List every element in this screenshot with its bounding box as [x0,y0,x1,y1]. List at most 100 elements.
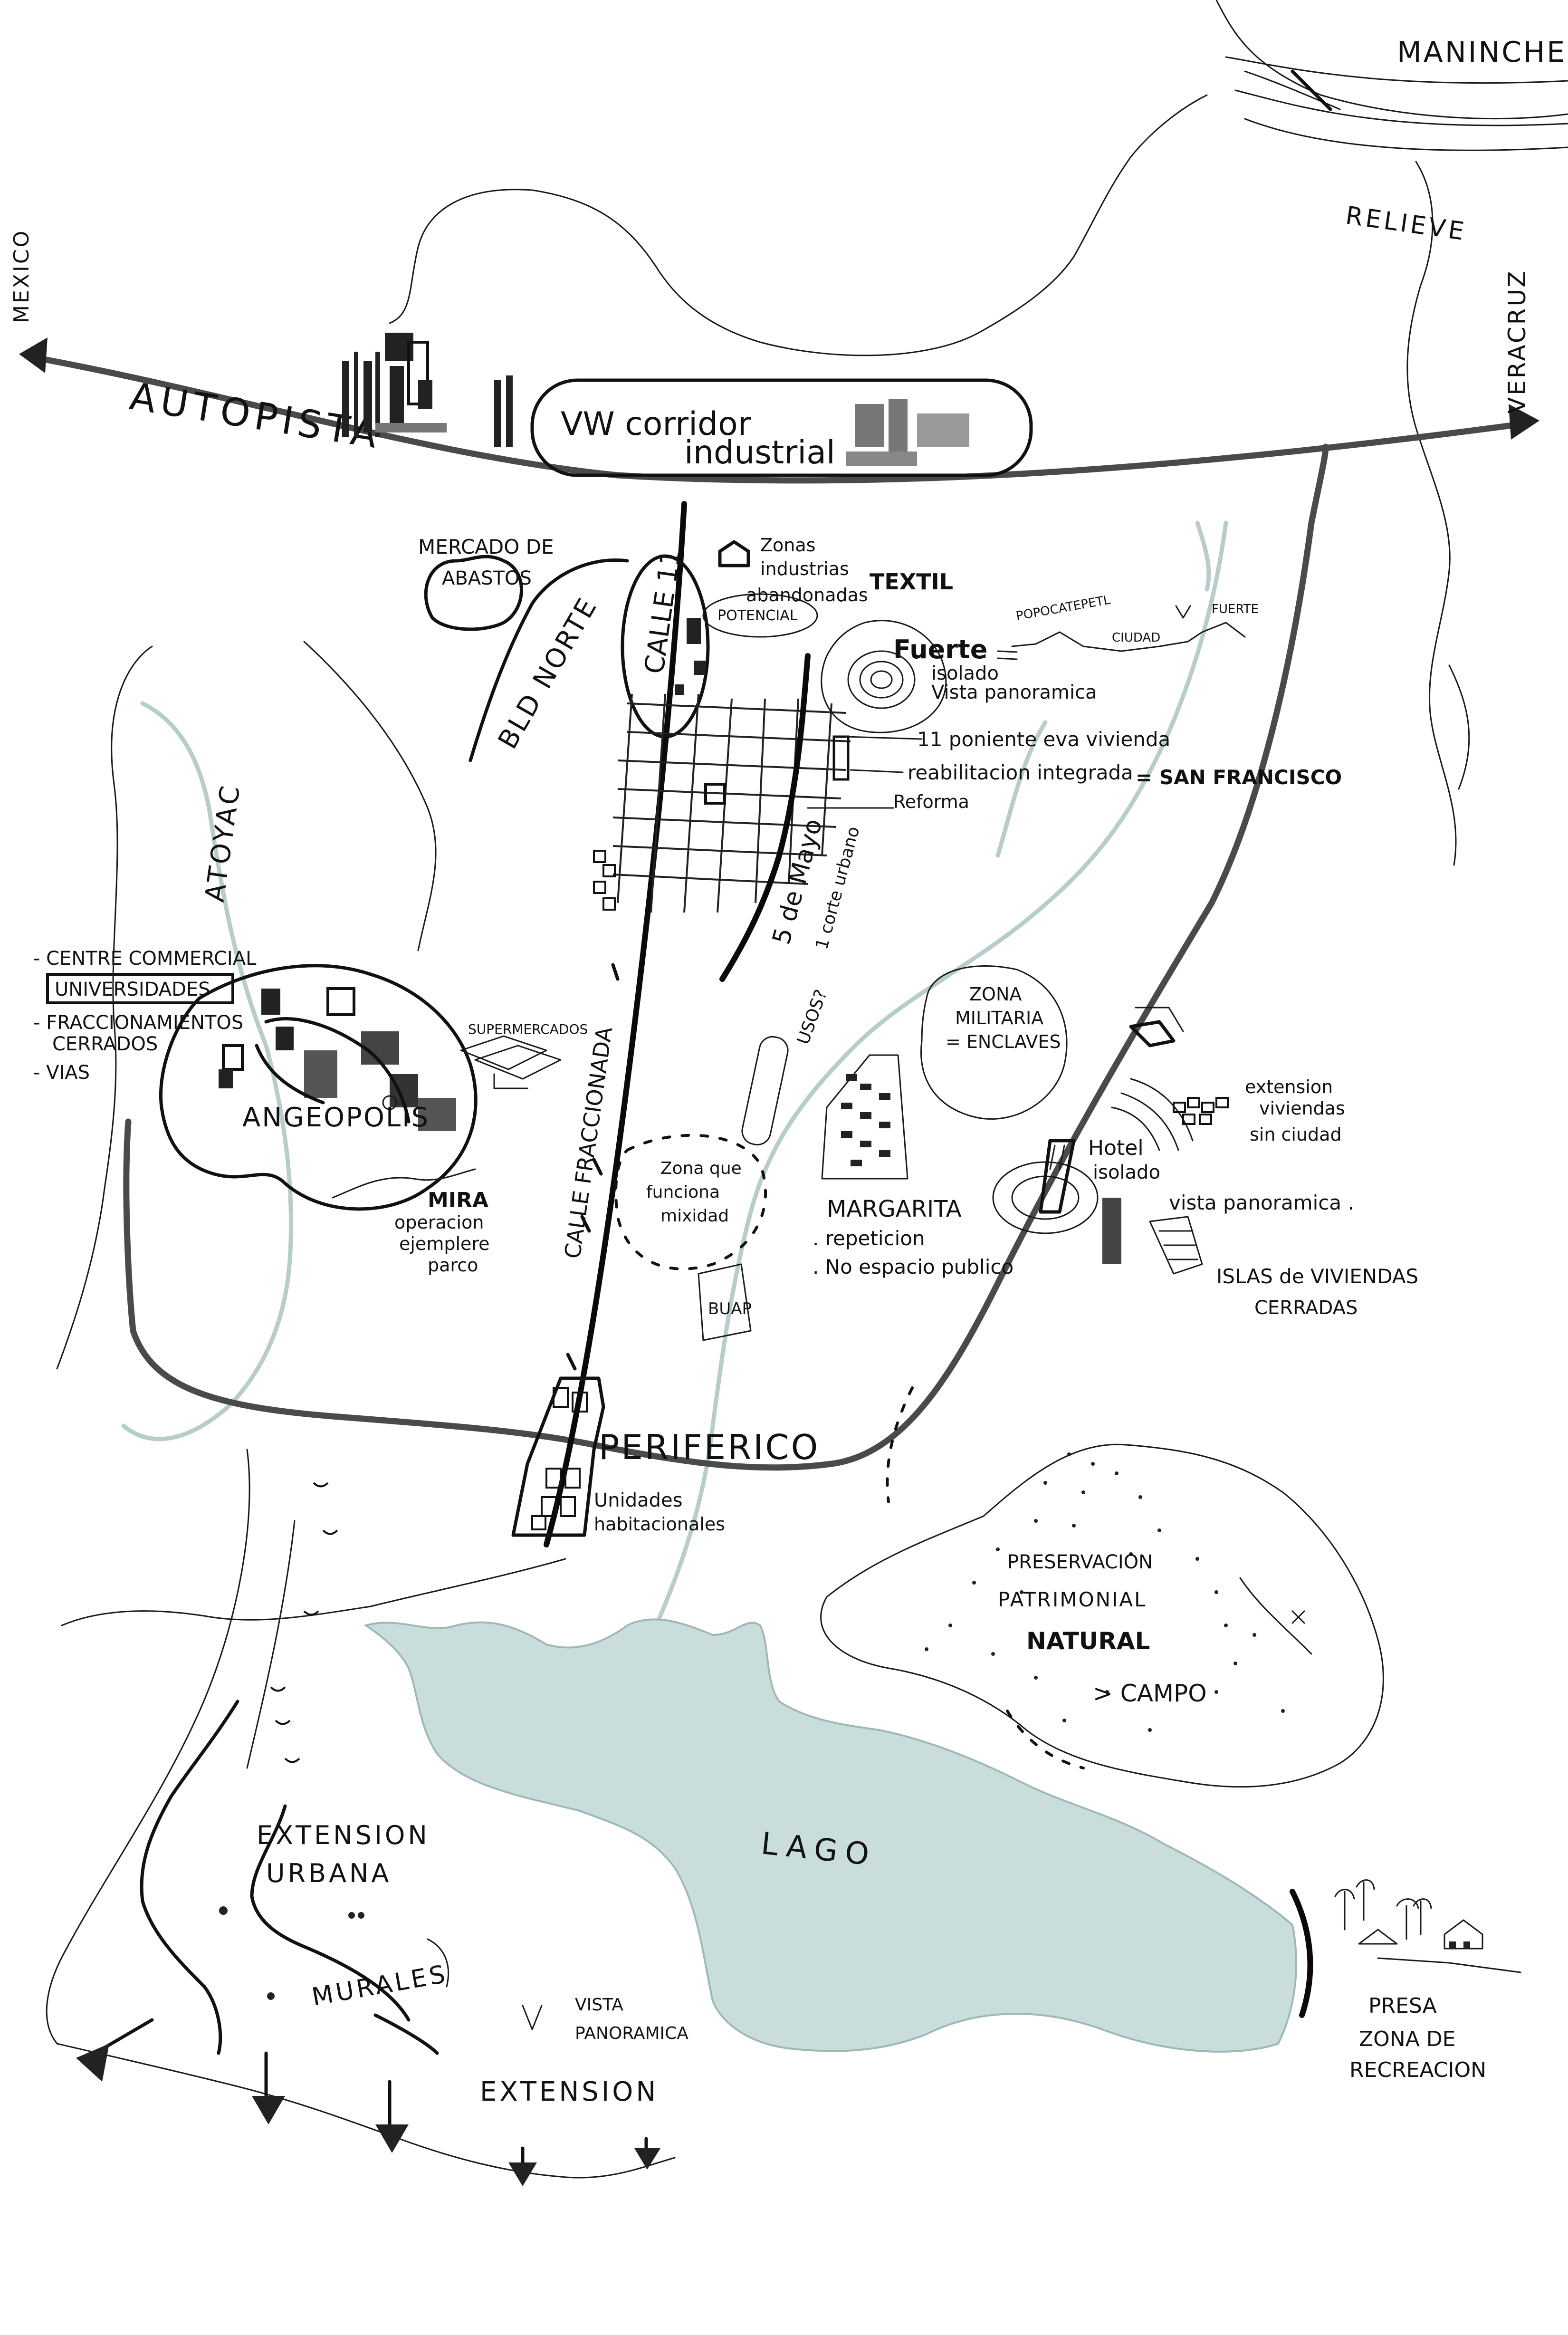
vw-corridor-label-1: VW corridor [561,405,751,443]
vista-panoramica-fuerte-label: Vista panoramica [931,682,1097,703]
west-contours [46,641,676,2179]
unidades-habitacionales [511,1376,605,1537]
presa-label-3: RECREACION [1349,2058,1486,2082]
ciudad-label: CIUDAD [1112,631,1160,645]
angeopolis-legend [46,973,234,1004]
vw-corridor-label-2: industrial [684,434,835,471]
zona-mixidad-boundary [614,1134,767,1270]
poniente-label: 11 poniente eva vivienda [917,728,1170,751]
no-espacio-label: . No espacio publico [813,1255,1013,1278]
extension-viviendas-label-1: extension [1245,1076,1333,1097]
grid-leaders [807,736,923,809]
aislado-label: isolado [931,663,999,684]
zonas-industriales [702,540,818,638]
relieve-label: RELIEVE [1344,201,1468,246]
hotel-label: Hotel [1088,1136,1144,1160]
unidades-label-2: habitacionales [594,1514,725,1535]
operacion-label-1: operacion [394,1212,484,1233]
buap-block [698,1263,752,1341]
preservacion-zone [820,1386,1384,1788]
veracruz-label: VERACRUZ [1503,269,1531,413]
spine-ticks [566,963,620,1371]
mira-trail [332,1168,476,1199]
mercado-label-2: ABASTOS [442,567,532,589]
calle-11-spine [544,501,687,1547]
mira-label: MIRA [428,1188,488,1212]
relief-contours [389,0,1568,866]
zona-que-label-2: funciona [646,1182,720,1202]
margarita-label: MARGARITA [827,1196,962,1222]
margarita-block [821,1054,908,1180]
arrow-east-icon [1509,404,1539,440]
lago-water [363,1618,1298,2053]
preservacion-label-1: PRESERVACION [1007,1551,1153,1573]
operacion-label-3: parco [428,1255,478,1276]
arrow-down-icon-3 [375,2124,409,2153]
supermercados-blocks [460,1035,562,1089]
presa-label-1: PRESA [1368,1994,1437,2018]
zona-militaria-label-3: = ENCLAVES [946,1031,1061,1052]
usos-label: USOS? [794,987,831,1047]
usos-capsule [741,1036,789,1146]
blvd-norte-label: BLD NORTE [492,592,604,754]
extension-urbana-label-1: EXTENSION [257,1820,430,1850]
angeopolis-label: ANGEOPOLIS [242,1102,430,1133]
preservacion-label-2: PATRIMONIAL [998,1588,1147,1611]
islas-label-1: ISLAS de VIVIENDAS [1216,1265,1418,1288]
potencial-label: POTENCIAL [717,607,798,624]
periferico-label: PERIFERICO [599,1427,820,1467]
mercado-blob [424,555,523,631]
zonas-label-3: abandonadas [746,585,868,605]
fuerte-hill [821,605,1246,733]
angeopolis-zone [159,964,478,1211]
murales-label: MURALES [310,1960,450,2011]
zonas-label-1: Zonas [760,535,815,556]
mexico-label: MEXICO [10,229,34,323]
periferico-road [123,443,1329,1471]
hotel-area [992,1007,1229,1275]
presa-label-2: ZONA DE [1359,2027,1455,2051]
arrow-down-icon-2 [252,2096,285,2124]
fuerte-label: Fuerte [893,634,987,664]
preservacion-label-3: NATURAL [1026,1627,1150,1655]
vista-panoramica-bottom-icon [522,2005,543,2030]
operacion-label-2: ejemplere [399,1233,490,1254]
maninche-label: MANINCHE [1397,36,1567,69]
islas-label-2: CERRADAS [1254,1297,1358,1319]
san-francisco-label: = SAN FRANCISCO [1136,766,1342,789]
vista-panoramica-bottom-label-2: PANORAMICA [575,2024,688,2043]
zona-militaria-blob [920,965,1068,1120]
mercado-label-1: MERCADO DE [418,535,554,558]
extension-viviendas-label-3: sin ciudad [1250,1124,1342,1145]
arrow-west-icon [19,337,48,373]
vias-label: - VIAS [33,1062,90,1084]
repeticion-label: . repeticion [813,1227,925,1250]
extension-arrows [76,2018,660,2186]
fraccionamientos-label: - FRACCIONAMIENTOS [33,1012,243,1034]
popocatepetl-label: POPOCATEPETL [1015,593,1112,624]
centro-grid [593,693,851,913]
presa-area [1290,1879,1521,2018]
reforma-label: Reforma [893,791,969,812]
arrow-down-icon-5 [634,2148,660,2170]
textil-label: TEXTIL [870,569,953,595]
centre-commercial-label: - CENTRE COMMERCIAL [33,948,257,970]
zonas-label-2: industrias [760,558,849,579]
zona-que-label-3: mixidad [660,1206,729,1226]
supermercados-label: SUPERMERCADOS [468,1021,588,1037]
reabilitacion-label: reabilitacion integrada [908,761,1133,784]
cerrados-label: CERRADOS [52,1033,158,1055]
autopista-road [19,337,1539,484]
rivers [121,520,1228,1742]
extension-label: EXTENSION [480,2076,659,2107]
campo-label: > CAMPO [1093,1680,1207,1707]
vista-panoramica-bottom-label-1: VISTA [575,1995,623,2015]
industrial-blocks [342,333,513,447]
hotel-isolado-label: isolado [1093,1162,1160,1183]
fuerte-small-label: FUERTE [1212,602,1259,616]
cinco-de-mayo-street [719,653,811,982]
zona-militaria-label-1: ZONA [969,984,1022,1005]
zona-militaria-label-2: MILITARIA [955,1008,1043,1028]
extension-viviendas-label-2: viviendas [1259,1098,1345,1119]
